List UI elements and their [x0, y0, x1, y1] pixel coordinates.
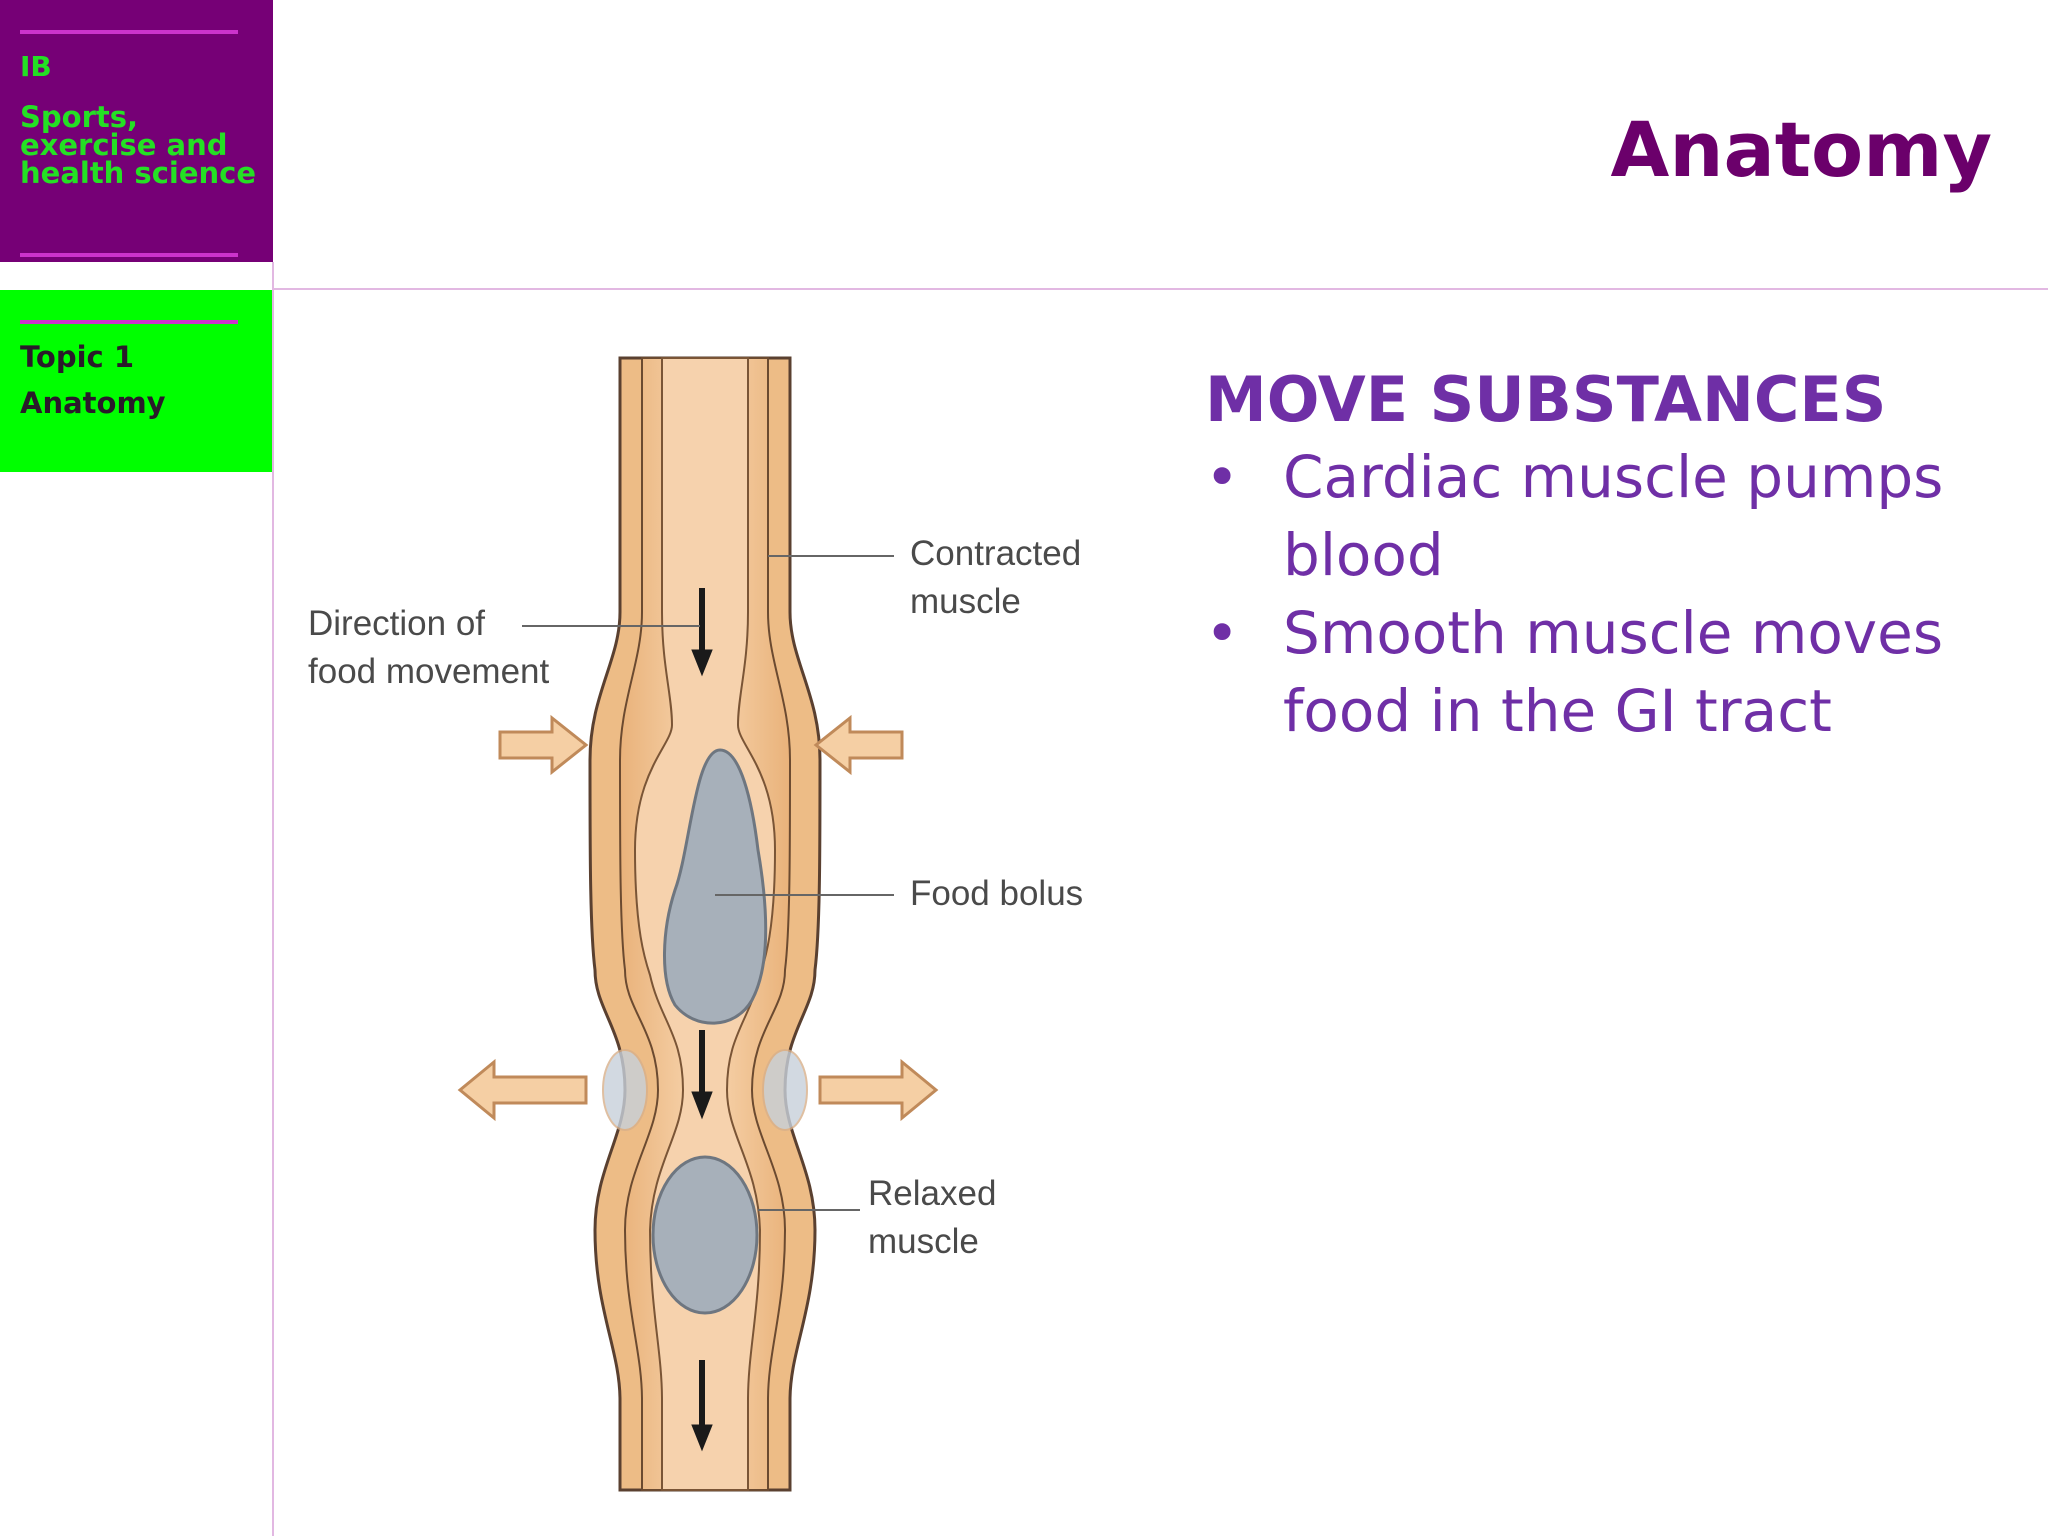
relaxation-arrows [457, 1058, 939, 1122]
sidebar-divider [272, 262, 274, 1536]
peristalsis-illustration [457, 356, 939, 1492]
bullet-icon: • [1205, 443, 1240, 511]
label-contracted-muscle: Contracted muscle [910, 534, 1082, 621]
relaxed-bulge-right [762, 1049, 808, 1131]
label-food-bolus: Food bolus [910, 874, 1084, 913]
label-relaxed-muscle: Relaxed muscle [868, 1174, 997, 1261]
direction-arrows [691, 588, 713, 1452]
food-bolus-shape [663, 748, 768, 1025]
topic-name: Anatomy [20, 386, 166, 420]
course-rule-top [20, 30, 238, 34]
course-label: IB [20, 50, 52, 83]
slide-content: MOVE SUBSTANCES • Cardiac muscle pumps b… [1205, 362, 2025, 750]
bullet-text: Cardiac muscle pumps blood [1283, 443, 1944, 589]
bullet-list: • Cardiac muscle pumps blood • Smooth mu… [1205, 438, 2025, 750]
header-divider [273, 288, 2048, 290]
slide-title: Anatomy [1610, 105, 1992, 194]
peristalsis-diagram: Contracted muscle Direction of food move… [290, 330, 1130, 1530]
bullet-icon: • [1205, 599, 1240, 667]
course-name: Sports, exercise and health science [20, 100, 256, 190]
relaxed-bulge-left [602, 1049, 648, 1131]
topic-box: Topic 1 Anatomy [0, 290, 273, 472]
content-heading: MOVE SUBSTANCES [1205, 363, 1887, 436]
contraction-arrows [498, 714, 904, 776]
bullet-item: • Cardiac muscle pumps blood [1205, 438, 2025, 594]
course-rule-bottom [20, 253, 238, 257]
food-bolus-lower [651, 1155, 759, 1315]
course-box: IB Sports, exercise and health science [0, 0, 273, 262]
bullet-text: Smooth muscle moves food in the GI tract [1283, 599, 1944, 745]
topic-rule [20, 320, 238, 324]
bullet-item: • Smooth muscle moves food in the GI tra… [1205, 594, 2025, 750]
leader-lines [522, 555, 894, 1211]
label-direction-of-food-movement: Direction of food movement [308, 604, 550, 691]
topic-number: Topic 1 [20, 340, 135, 374]
